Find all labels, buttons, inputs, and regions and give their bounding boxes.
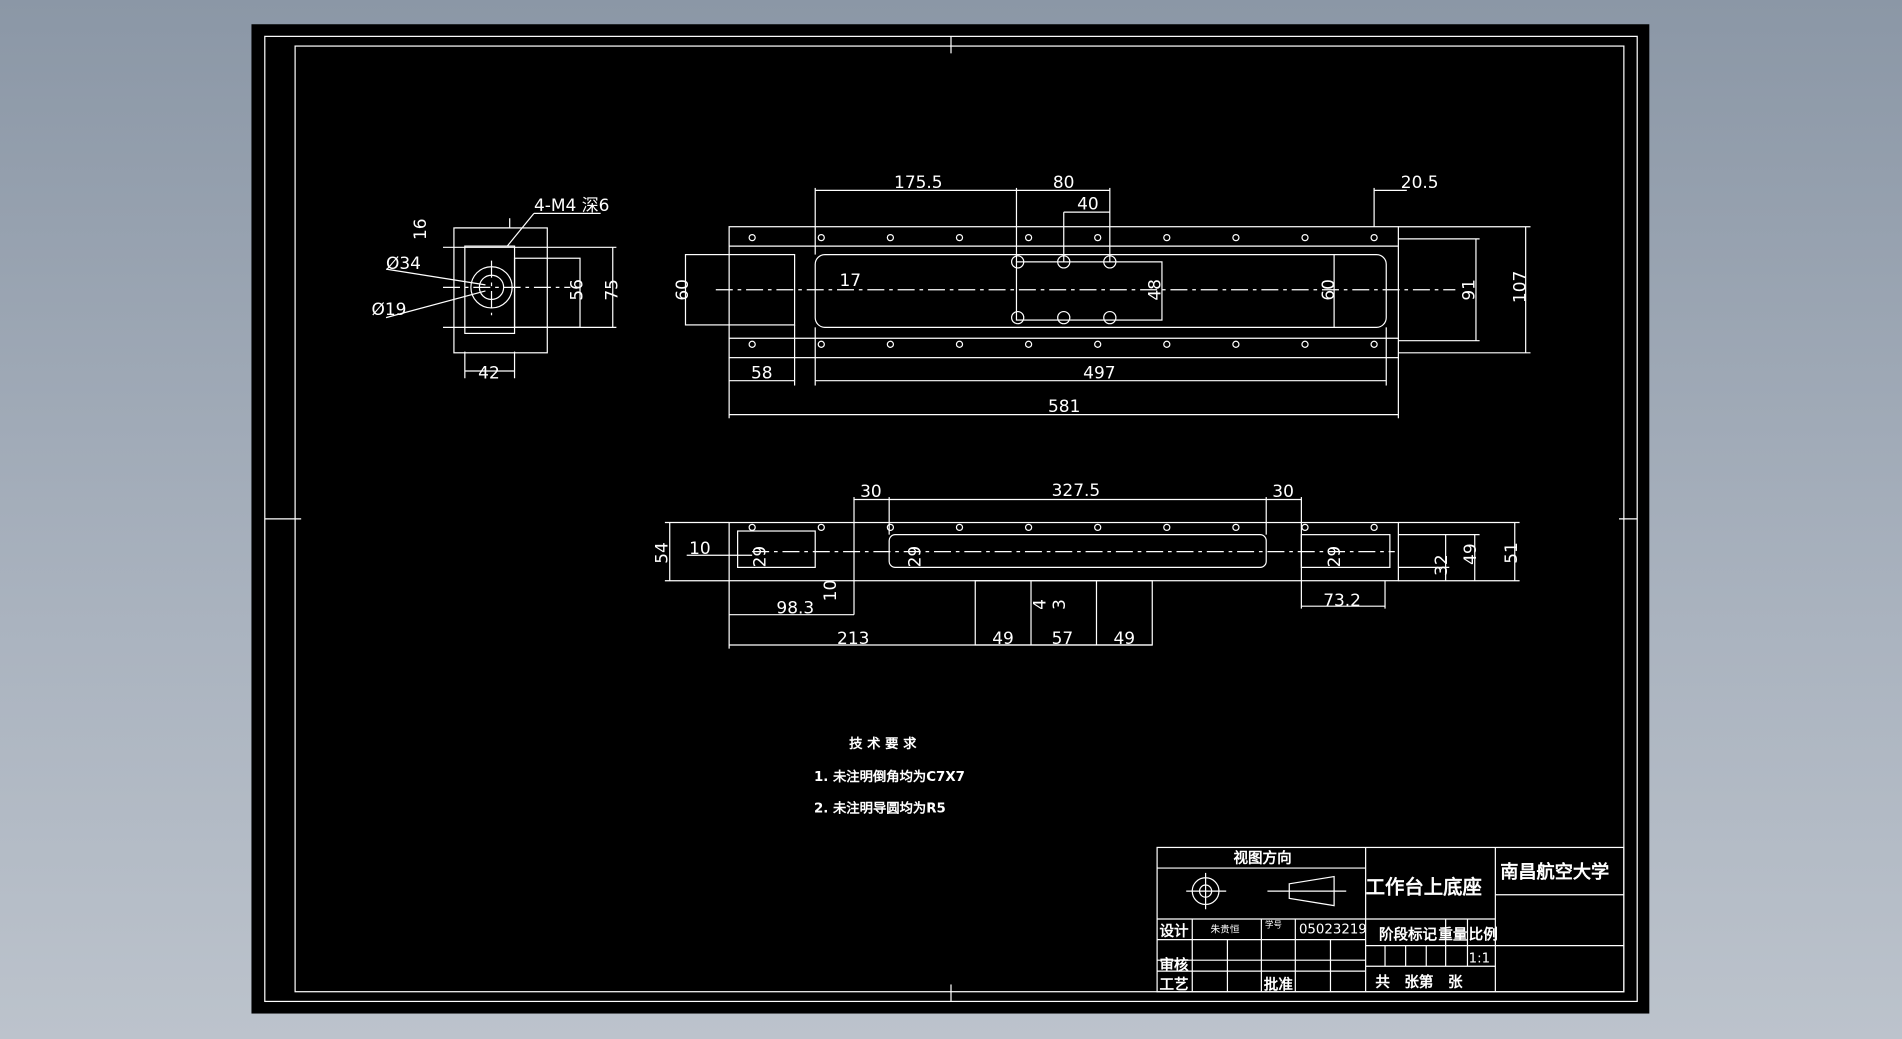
stage-label: 阶段标记 bbox=[1379, 926, 1438, 944]
dim-10-bottom: 10 bbox=[821, 580, 841, 602]
dim-dia34: Ø34 bbox=[386, 254, 421, 274]
dim-29-b: 29 bbox=[906, 546, 926, 568]
dim-3: 3 bbox=[1050, 599, 1070, 610]
dim-16: 16 bbox=[411, 218, 431, 240]
dim-327-5: 327.5 bbox=[1052, 481, 1101, 501]
dim-49-a: 49 bbox=[992, 629, 1014, 649]
dim-48: 48 bbox=[1146, 279, 1166, 301]
dim-57: 57 bbox=[1052, 629, 1074, 649]
dim-75: 75 bbox=[603, 279, 623, 301]
student-no: 05023219 bbox=[1299, 923, 1367, 938]
dim-29-c: 29 bbox=[1325, 546, 1345, 568]
view-direction-label: 视图方向 bbox=[1233, 849, 1291, 867]
center-marks bbox=[264, 36, 1638, 1002]
dim-98-3: 98.3 bbox=[776, 598, 814, 618]
scale-label: 比例 bbox=[1469, 926, 1498, 944]
school-name: 南昌航空大学 bbox=[1500, 861, 1609, 883]
dim-73-2: 73.2 bbox=[1323, 591, 1361, 611]
tech-item-2: 2. 未注明导圆均为R5 bbox=[814, 799, 946, 816]
dim-107: 107 bbox=[1511, 271, 1531, 303]
dim-581: 581 bbox=[1048, 397, 1080, 417]
title-block: 视图方向 工作台上底座 南昌航空大学 设计 朱贵恒 学号 05023219 审核… bbox=[1156, 846, 1625, 993]
tapped-hole-note: 4-M4 深6 bbox=[534, 196, 610, 216]
technical-requirements: 技 术 要 求 1. 未注明倒角均为C7X7 2. 未注明导圆均为R5 bbox=[814, 735, 965, 816]
dim-49-right: 49 bbox=[1461, 543, 1481, 565]
drawing-canvas[interactable] bbox=[251, 24, 1650, 1014]
student-no-label: 学号 bbox=[1265, 919, 1282, 929]
part-name: 工作台上底座 bbox=[1366, 876, 1482, 899]
dim-49-b: 49 bbox=[1113, 629, 1135, 649]
tech-title: 技 术 要 求 bbox=[849, 735, 917, 752]
dim-58: 58 bbox=[751, 363, 773, 383]
dim-40: 40 bbox=[1077, 195, 1099, 215]
dim-30-left: 30 bbox=[860, 482, 882, 502]
dim-213: 213 bbox=[837, 629, 869, 649]
view-direction-cone-icon bbox=[1288, 875, 1335, 907]
tech-item-1: 1. 未注明倒角均为C7X7 bbox=[814, 768, 965, 785]
dim-51: 51 bbox=[1502, 542, 1522, 564]
review-label: 审核 bbox=[1160, 956, 1190, 974]
top-view: 175.5 80 40 20.5 60 17 48 60 91 107 58 4… bbox=[673, 173, 1531, 419]
dim-60-left: 60 bbox=[673, 279, 693, 301]
dim-60-right: 60 bbox=[1319, 279, 1339, 301]
dim-29-a: 29 bbox=[751, 546, 771, 568]
dim-dia19: Ø19 bbox=[371, 300, 406, 320]
process-label: 工艺 bbox=[1160, 976, 1189, 993]
dim-80: 80 bbox=[1053, 173, 1075, 193]
dim-10-left: 10 bbox=[689, 539, 711, 559]
dim-17: 17 bbox=[839, 271, 861, 291]
dim-20-5: 20.5 bbox=[1401, 173, 1439, 193]
front-view: 30 327.5 30 54 10 29 29 29 10 98.3 4 3 3… bbox=[652, 481, 1522, 649]
design-label: 设计 bbox=[1160, 922, 1190, 940]
dim-91: 91 bbox=[1460, 279, 1480, 301]
dim-42: 42 bbox=[478, 363, 500, 383]
scale-value: 1:1 bbox=[1469, 952, 1490, 967]
dim-497: 497 bbox=[1083, 363, 1115, 383]
dim-4: 4 bbox=[1031, 599, 1051, 610]
sheet-count: 共 张第 张 bbox=[1375, 973, 1463, 991]
dim-32: 32 bbox=[1432, 554, 1452, 576]
weight-label: 重量 bbox=[1438, 926, 1468, 944]
dim-54: 54 bbox=[652, 542, 672, 564]
approve-label: 批准 bbox=[1264, 975, 1294, 993]
dim-56: 56 bbox=[567, 279, 587, 301]
dim-30-right: 30 bbox=[1272, 482, 1294, 502]
dim-175-5: 175.5 bbox=[894, 173, 943, 193]
side-view: 4-M4 深6 16 Ø34 Ø19 56 75 42 bbox=[371, 196, 622, 383]
designer-name: 朱贵恒 bbox=[1210, 922, 1239, 935]
